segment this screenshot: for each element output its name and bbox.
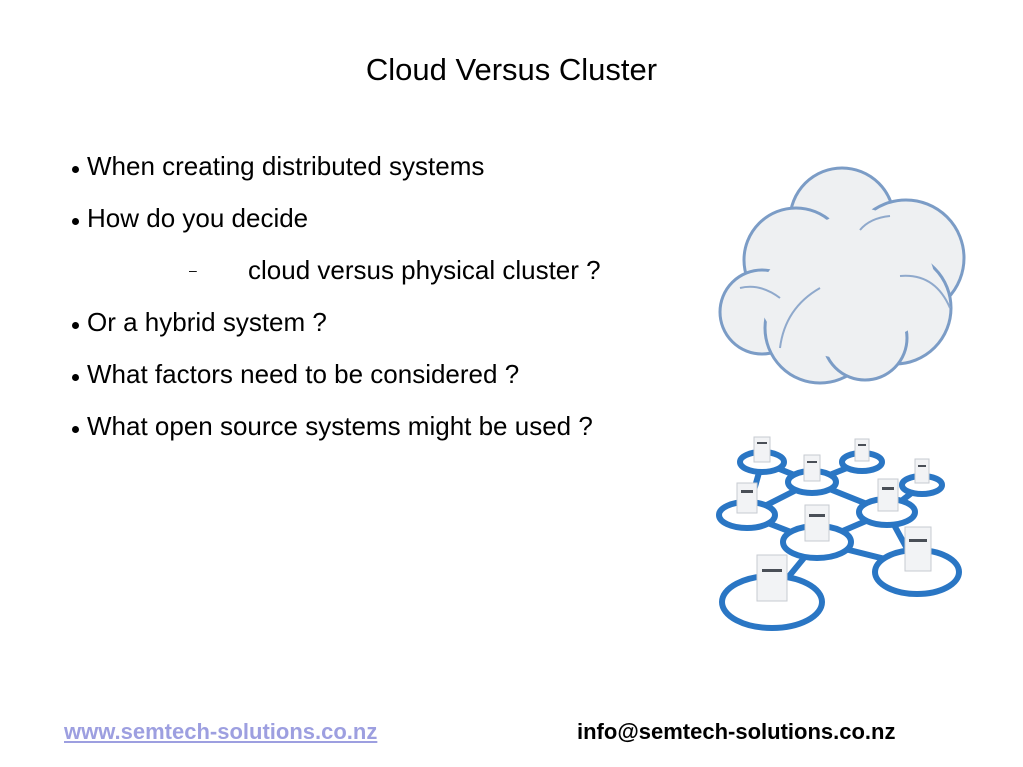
cloud-icon [710,158,972,386]
slide-title: Cloud Versus Cluster [365,52,658,87]
bullet-item: When creating distributed systems [72,146,593,198]
bullet-text: Or a hybrid system ? [87,307,327,337]
bullet-text: How do you decide [87,203,309,233]
dash-icon: – [189,262,197,278]
bullet-item: What open source systems might be used ? [72,406,593,458]
website-link[interactable]: www.semtech-solutions.co.nz [64,719,378,744]
bullet-dot-icon [72,218,79,225]
bullet-list: When creating distributed systems How do… [72,146,601,458]
bullet-dot-icon [72,374,79,381]
bullet-text: What open source systems might be used ? [87,411,593,441]
server-network-icon [712,417,970,649]
contact-email: info@semtech-solutions.co.nz [577,719,896,744]
bullet-item: How do you decide [72,198,593,250]
bullet-dot-icon [72,322,79,329]
bullet-dot-icon [72,426,79,433]
bullet-text: What factors need to be considered ? [87,359,520,389]
bullet-text: When creating distributed systems [87,151,485,181]
bullet-dot-icon [72,166,79,173]
sub-bullet-item: – cloud versus physical cluster ? [72,250,601,302]
sub-bullet-text: cloud versus physical cluster ? [248,255,601,285]
bullet-item: Or a hybrid system ? [72,302,593,354]
bullet-item: What factors need to be considered ? [72,354,593,406]
